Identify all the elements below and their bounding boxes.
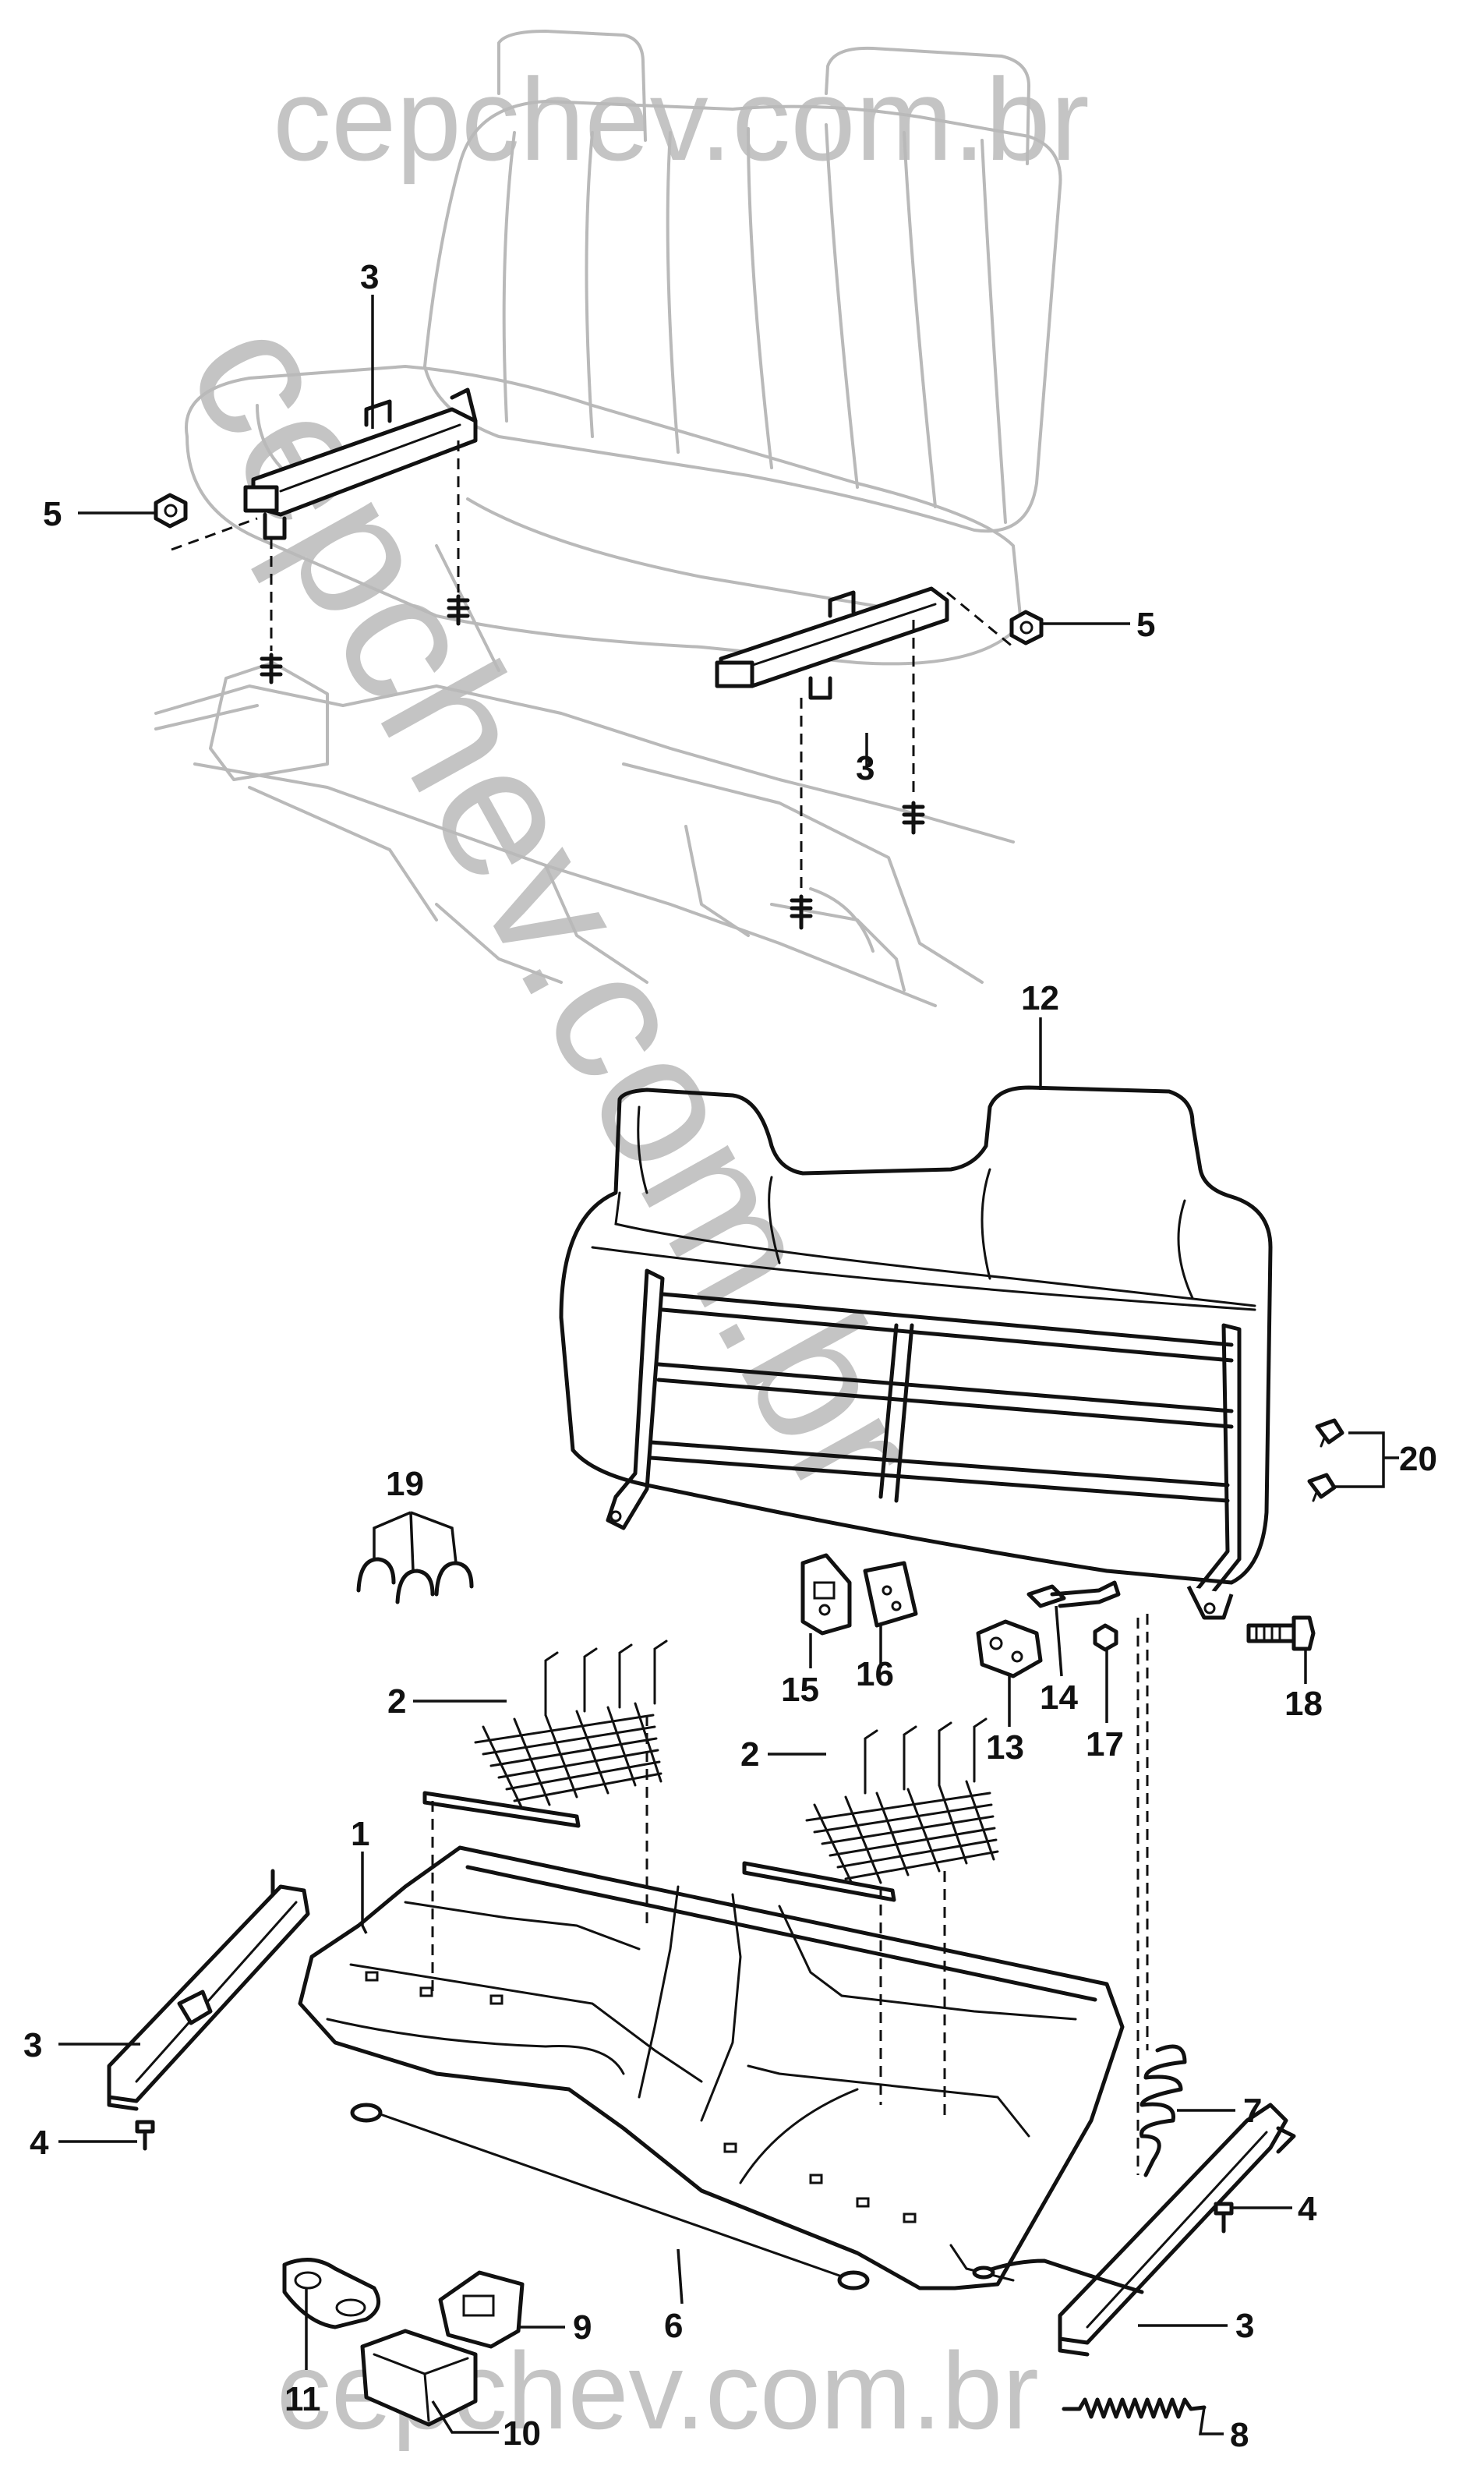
callout-2: 2 (387, 1682, 406, 1721)
nut-icon (154, 493, 258, 551)
hog-ring-icon (356, 1557, 474, 1604)
latch-bracket-icon (800, 1553, 852, 1636)
callout-3: 3 (856, 749, 874, 787)
bezel-icon (282, 2258, 381, 2329)
screw-icon (1214, 2202, 1234, 2234)
callout-14: 14 (1040, 1678, 1078, 1717)
release-cable-icon (350, 2103, 870, 2290)
cover-icon (438, 2270, 525, 2349)
callout-7: 7 (1243, 2092, 1262, 2130)
callout-3: 3 (23, 2026, 42, 2064)
callout-10: 10 (503, 2414, 541, 2453)
watermark-top: cepchev.com.br (273, 54, 1090, 185)
callout-20: 20 (1399, 1440, 1437, 1478)
callout-5: 5 (43, 495, 62, 533)
seat-adjuster-upper-right (715, 586, 949, 700)
seat-back-frame (559, 1085, 1273, 1620)
tension-spring-icon (1062, 2397, 1207, 2419)
callout-labels: 3 5 5 3 12 20 19 15 16 14 13 17 18 2 2 1… (23, 258, 1437, 2454)
clip-icon (1315, 1418, 1344, 1448)
callout-15: 15 (781, 1671, 819, 1709)
latch-icon (976, 1619, 1043, 1678)
callout-18: 18 (1284, 1685, 1323, 1723)
seat-adjuster-upper-left (243, 387, 478, 540)
callout-1: 1 (351, 1815, 369, 1853)
nut-icon (1093, 1623, 1118, 1652)
lever-icon (1026, 1580, 1121, 1608)
callout-8: 8 (1230, 2416, 1249, 2454)
callout-5: 5 (1136, 606, 1155, 644)
callout-9: 9 (573, 2308, 592, 2347)
callout-19: 19 (386, 1465, 424, 1503)
callout-3: 3 (360, 258, 379, 296)
seat-adjuster-lower-right (972, 2103, 1296, 2357)
seat-cushion-frame (298, 1845, 1125, 2290)
callout-17: 17 (1086, 1725, 1124, 1763)
plate-icon (863, 1561, 918, 1628)
spring-assembly-right (742, 1717, 999, 2121)
bolt-icon (1246, 1615, 1316, 1651)
callout-6: 6 (664, 2307, 683, 2345)
callout-12: 12 (1021, 979, 1059, 1017)
leader-lines (58, 295, 1399, 2435)
callout-16: 16 (856, 1655, 894, 1693)
callout-4: 4 (1298, 2190, 1317, 2228)
callout-3: 3 (1235, 2307, 1254, 2345)
callout-13: 13 (986, 1728, 1024, 1767)
seat-adjuster-lower-left (107, 1869, 310, 2111)
nut-icon (946, 591, 1044, 649)
clip-icon (1307, 1473, 1337, 1502)
studs-upper (260, 440, 925, 930)
callout-11: 11 (284, 2380, 321, 2418)
callout-2: 2 (740, 1735, 759, 1774)
coil-spring-icon (1136, 1614, 1187, 2177)
handle-housing-icon (360, 2329, 478, 2427)
screw-icon (135, 2120, 155, 2151)
spring-assembly-left (422, 1639, 668, 1996)
callout-4: 4 (30, 2124, 49, 2162)
